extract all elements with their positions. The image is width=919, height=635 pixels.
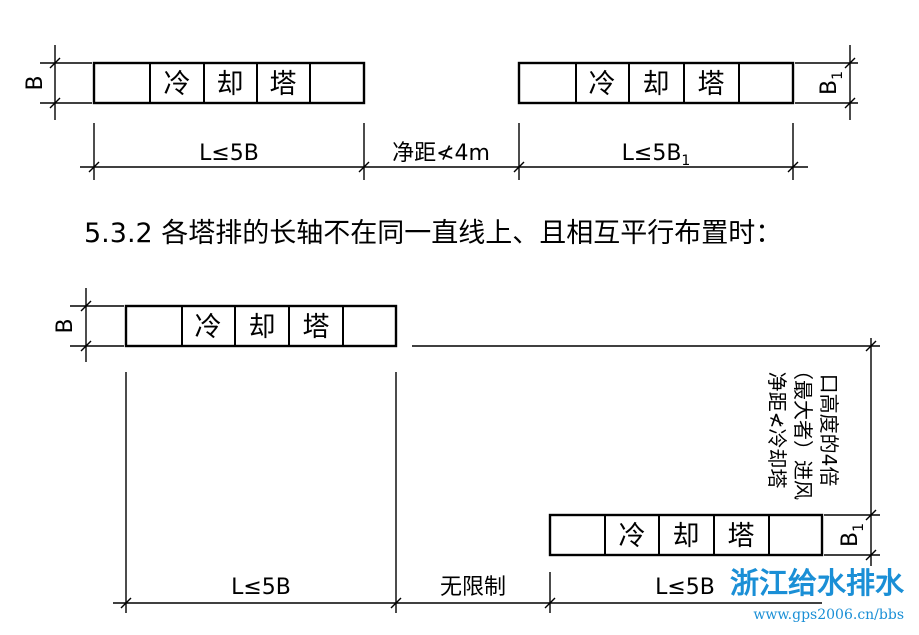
width-label-b: B: [23, 75, 48, 90]
tower-char: 冷: [589, 69, 616, 100]
tower-char: 却: [673, 521, 700, 552]
gap-label-unlimited: 无限制: [440, 575, 506, 600]
tower-char: 冷: [164, 69, 191, 100]
note-line-2: （最大者）进风: [791, 360, 815, 500]
gap-label-min-4m: 净距≮4m: [392, 141, 490, 166]
note-line-1: 净距≮冷却塔: [765, 372, 789, 489]
top-left-width-dimension: B: [23, 45, 92, 120]
vertical-spacing-note: 净距≮冷却塔 （最大者）进风 口高度的4倍: [765, 360, 841, 500]
top-length-dimension: L≤5B 净距≮4m L≤5B1: [80, 123, 808, 180]
watermark: 浙江给水排水 www.gps2006.cn/bbs: [730, 566, 905, 623]
length-label-left: L≤5B: [231, 575, 291, 600]
length-label-right: L≤5B1: [622, 141, 691, 169]
section-heading: 5.3.2 各塔排的长轴不在同一直线上、且相互平行布置时：: [84, 218, 782, 249]
tower-char: 塔: [728, 521, 755, 552]
tower-char: 冷: [195, 312, 222, 343]
top-right-tower-row: 冷 却 塔: [517, 61, 795, 105]
tower-char: 塔: [303, 312, 330, 343]
width-label-b1: B1: [838, 523, 867, 547]
width-label-b: B: [53, 318, 78, 333]
top-right-width-dimension: B1: [795, 45, 858, 120]
tower-char: 塔: [698, 69, 725, 100]
note-line-3: 口高度的4倍: [817, 374, 841, 487]
top-left-tower-row: 冷 却 塔: [92, 61, 366, 105]
bottom-lower-tower-row: 冷 却 塔: [548, 513, 824, 557]
bottom-length-dimension: L≤5B 无限制 L≤5B: [113, 372, 822, 613]
tower-char: 却: [249, 312, 276, 343]
tower-char: 塔: [270, 69, 297, 100]
tower-char: 却: [217, 69, 244, 100]
watermark-url: www.gps2006.cn/bbs: [753, 607, 904, 623]
bottom-upper-tower-row: 冷 却 塔: [124, 304, 398, 348]
tower-char: 冷: [619, 521, 646, 552]
width-label-b1: B1: [817, 71, 846, 95]
tower-char: 却: [643, 69, 670, 100]
bottom-upper-width-dimension: B: [53, 288, 124, 362]
length-label-left: L≤5B: [199, 141, 259, 166]
length-label-right: L≤5B: [655, 575, 715, 600]
watermark-title: 浙江给水排水: [730, 566, 905, 600]
vertical-spacing-dimension: B1: [824, 338, 880, 566]
